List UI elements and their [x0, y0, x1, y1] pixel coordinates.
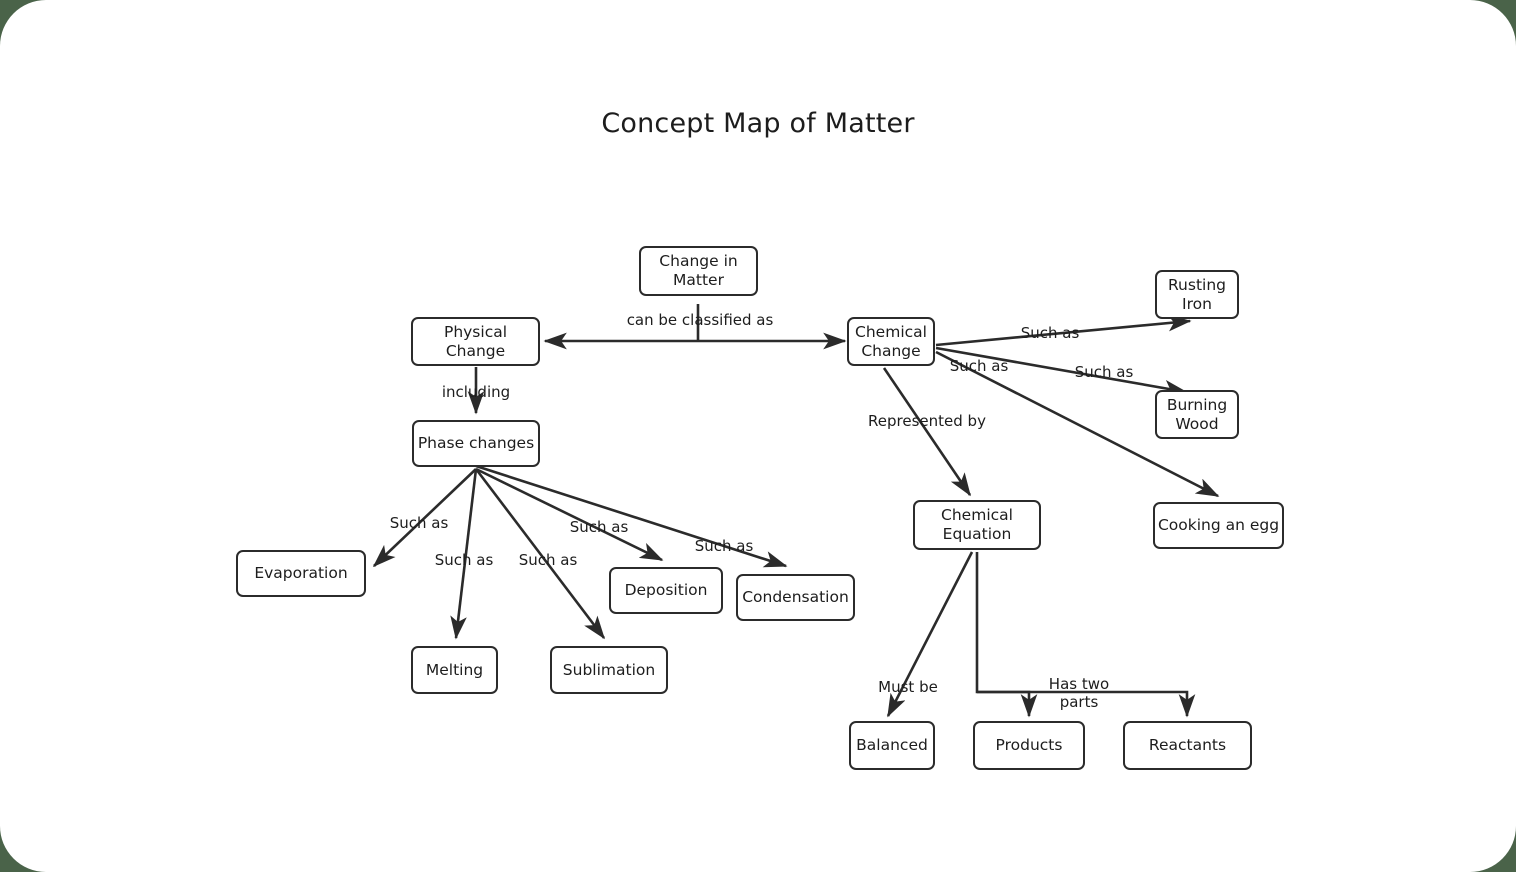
- node-physical-change[interactable]: Physical Change: [411, 317, 540, 366]
- node-cooking-an-egg[interactable]: Cooking an egg: [1153, 502, 1284, 549]
- node-sublimation[interactable]: Sublimation: [550, 646, 668, 694]
- edge-label-such-as-evaporation: Such as: [389, 514, 449, 532]
- node-burning-wood[interactable]: Burning Wood: [1155, 390, 1239, 439]
- edge-phase-to-sublimation: [474, 468, 606, 640]
- edge-label-such-as-condensation: Such as: [694, 537, 754, 555]
- node-melting[interactable]: Melting: [411, 646, 498, 694]
- edge-label-must-be: Must be: [878, 678, 938, 696]
- node-evaporation[interactable]: Evaporation: [236, 550, 366, 597]
- page-title: Concept Map of Matter: [601, 108, 915, 139]
- node-deposition[interactable]: Deposition: [609, 567, 723, 614]
- node-rusting-iron[interactable]: Rusting Iron: [1155, 270, 1239, 319]
- node-reactants[interactable]: Reactants: [1123, 721, 1252, 770]
- edge-chemical-to-cooking: [935, 350, 1220, 498]
- edge-chemical-to-equation: [882, 367, 972, 497]
- node-chemical-equation[interactable]: Chemical Equation: [913, 500, 1041, 550]
- edge-label-has-two-parts: Has two parts: [1048, 675, 1110, 711]
- edge-label-such-as-deposition: Such as: [569, 518, 629, 536]
- edge-equation-to-balanced: [886, 551, 974, 718]
- node-products[interactable]: Products: [973, 721, 1085, 770]
- edge-phase-to-evaporation: [372, 468, 477, 568]
- edge-label-such-as-burning: Such as: [1074, 363, 1134, 381]
- node-phase-changes[interactable]: Phase changes: [412, 420, 540, 467]
- node-balanced[interactable]: Balanced: [849, 721, 935, 770]
- edge-chemical-to-rusting: [935, 314, 1192, 347]
- node-change-in-matter[interactable]: Change in Matter: [639, 246, 758, 296]
- edge-label-represented-by: Represented by: [868, 412, 986, 430]
- edge-equation-to-reactants: [977, 690, 1196, 718]
- edge-chemical-to-burning: [935, 346, 1188, 397]
- edge-label-such-as-cooking: Such as: [949, 357, 1009, 375]
- edge-label-such-as-sublimation: Such as: [518, 551, 578, 569]
- edge-phase-to-melting: [450, 468, 478, 640]
- node-chemical-change[interactable]: Chemical Change: [847, 317, 935, 366]
- edge-label-including: including: [441, 383, 511, 401]
- node-condensation[interactable]: Condensation: [736, 574, 855, 621]
- edge-label-such-as-rusting: Such as: [1020, 324, 1080, 342]
- edge-label-such-as-melting: Such as: [434, 551, 494, 569]
- edge-label-can-be-classified-as: can be classified as: [626, 311, 774, 329]
- edge-phase-to-condensation: [475, 464, 788, 568]
- edge-phase-to-deposition: [475, 467, 664, 562]
